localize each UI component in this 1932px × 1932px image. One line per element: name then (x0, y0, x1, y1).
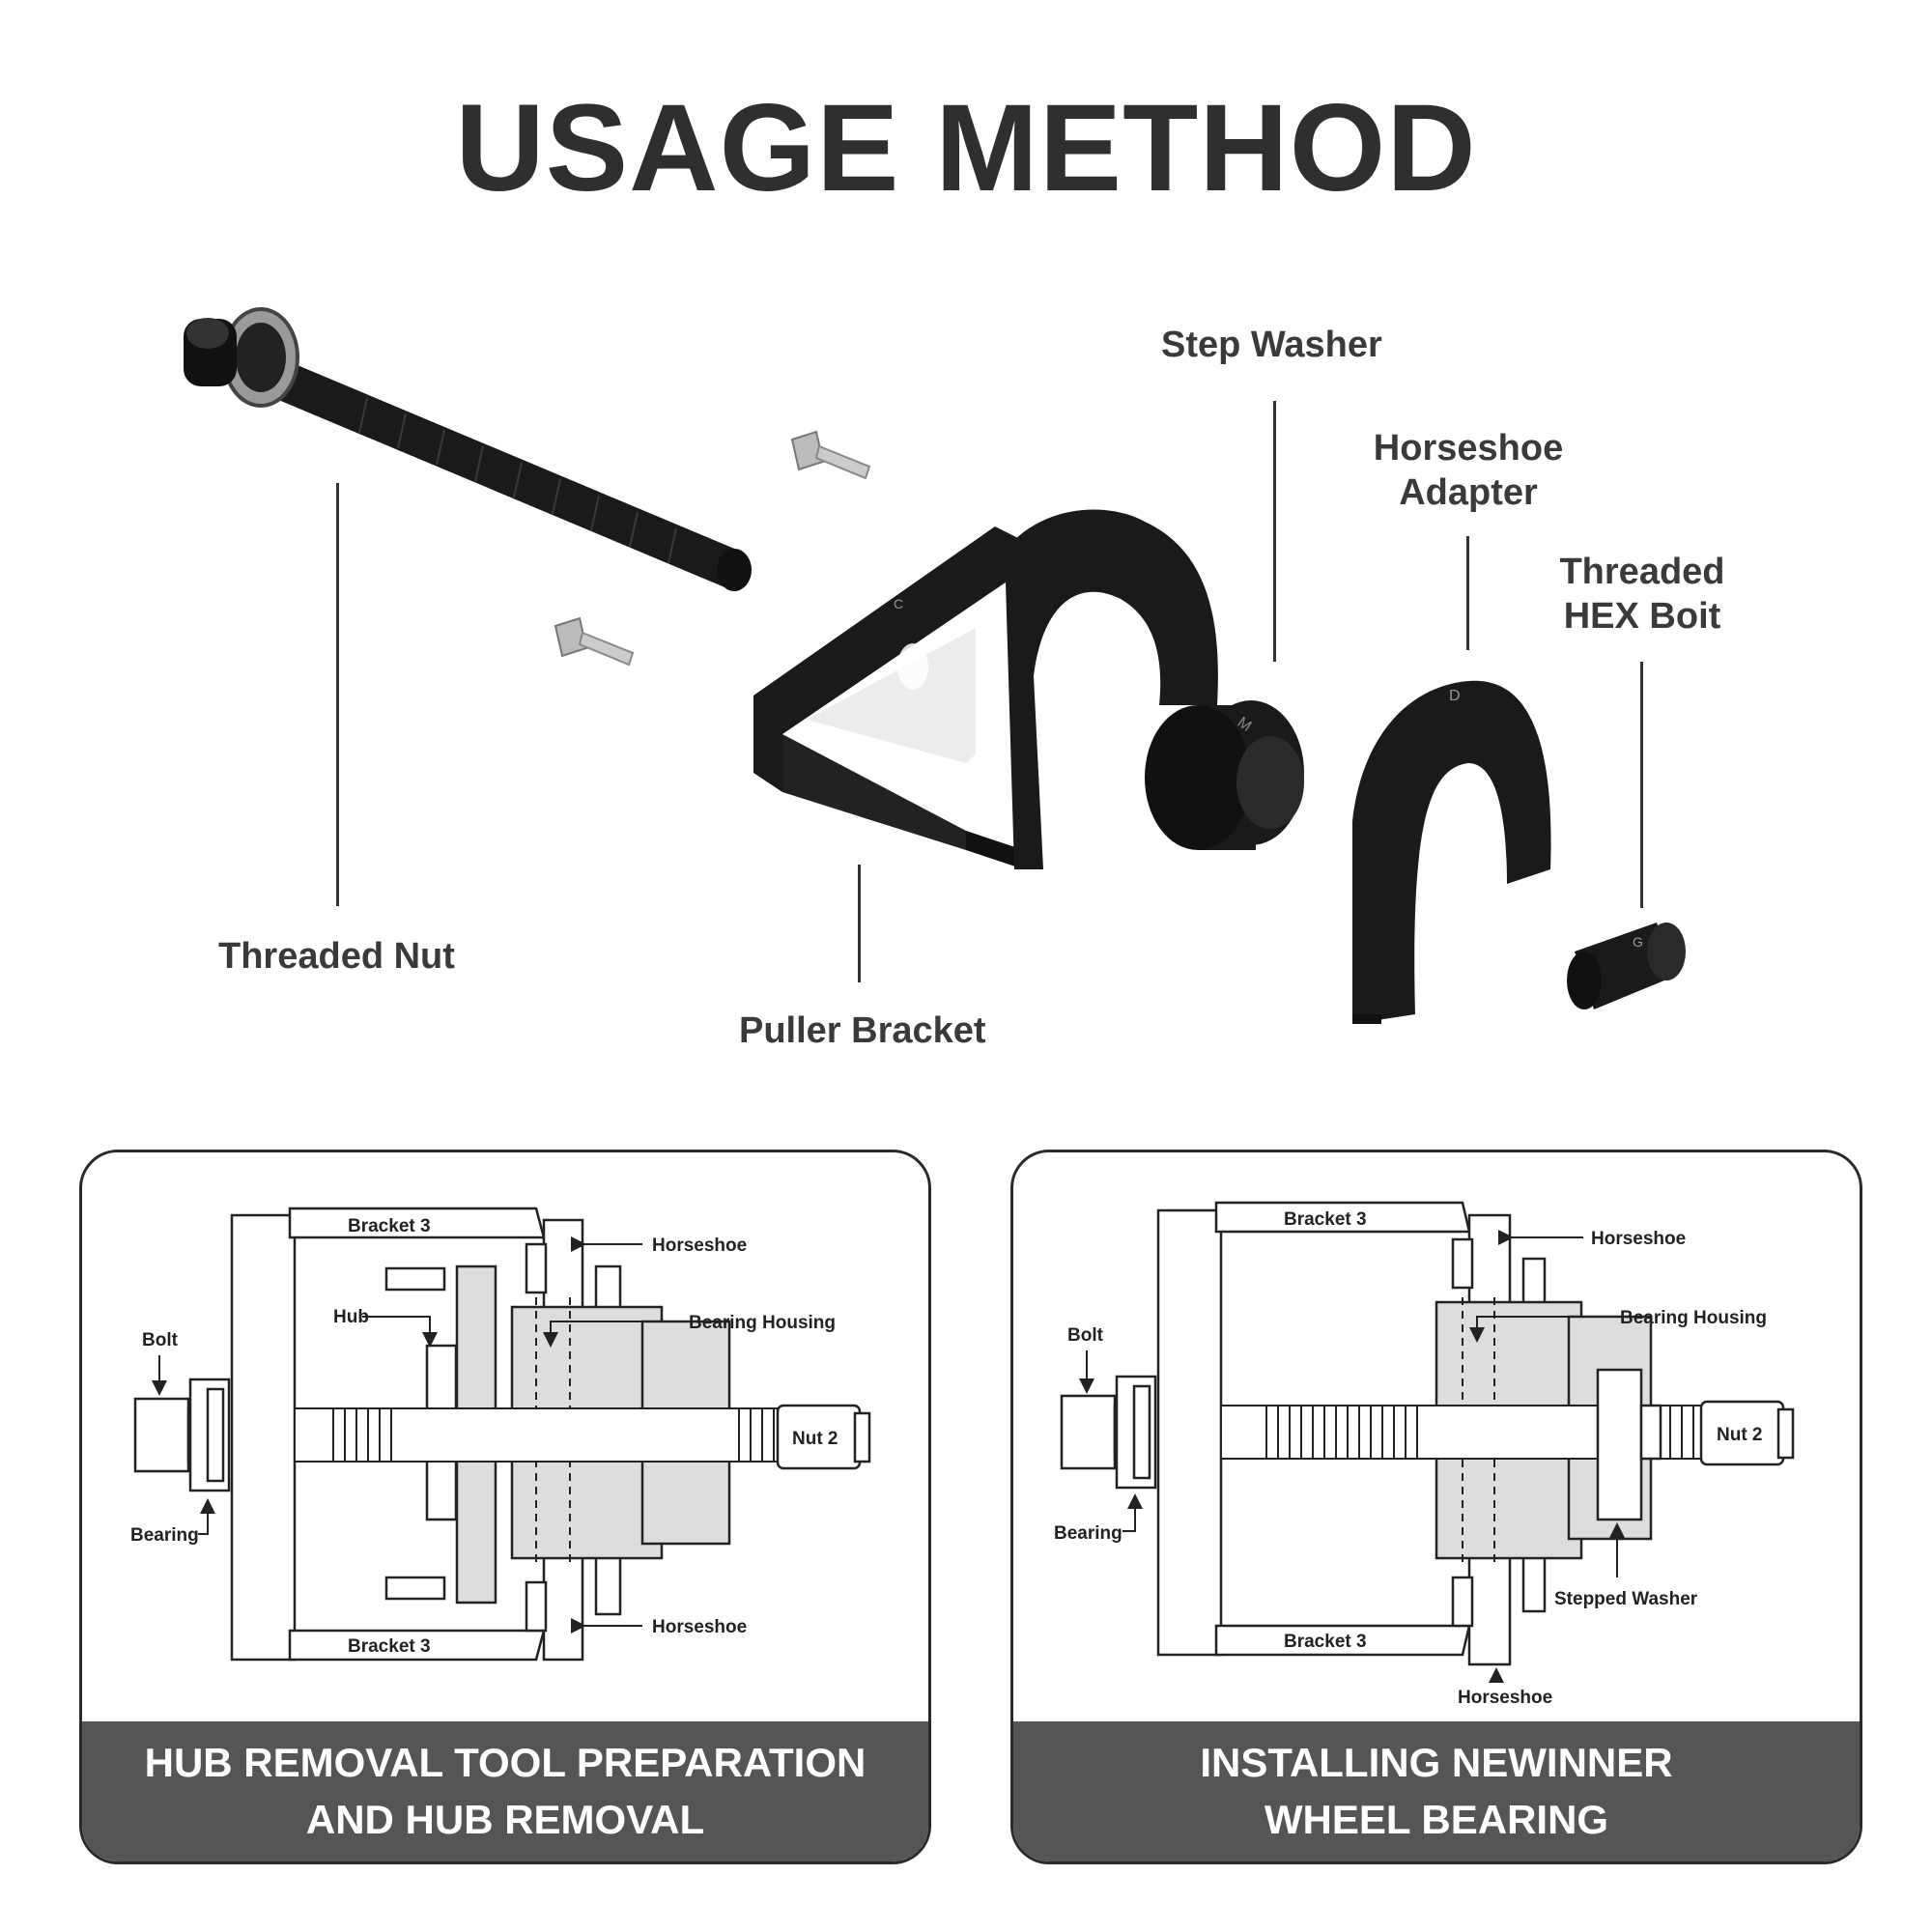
puller-bracket-image: C (753, 509, 1218, 869)
step-washer-image: M (1145, 700, 1304, 850)
horseshoe-bottom-label: Horseshoe (1458, 1688, 1552, 1708)
threaded-rod-image (184, 307, 752, 591)
bracket-bottom-label: Bracket 3 (348, 1636, 431, 1657)
step-washer-label: Step Washer (1161, 325, 1382, 365)
horseshoe-adapter-label: Horseshoe Adapter (1372, 427, 1565, 515)
bearing-housing-label: Bearing Housing (689, 1313, 836, 1333)
hex-mark-text: G (1633, 934, 1643, 950)
nut2-label: Nut 2 (1717, 1425, 1763, 1445)
install-bearing-panel: Bracket 3 Bracket 3 Horseshoe Horseshoe … (1010, 1150, 1862, 1864)
page-title: USAGE METHOD (455, 79, 1477, 217)
stepped-washer (1596, 1368, 1643, 1521)
install-bearing-diagram: Bracket 3 Bracket 3 Horseshoe Horseshoe … (1054, 1201, 1795, 1708)
bracket-top-label: Bracket 3 (1284, 1209, 1367, 1230)
threaded-hex-label-line2: HEX Boit (1563, 595, 1721, 637)
bearing-label: Bearing (1054, 1523, 1122, 1544)
threaded-nut-label: Threaded Nut (218, 936, 455, 977)
small-bolt-image (790, 430, 871, 480)
hub-removal-caption-text: HUB REMOVAL TOOL PREPARATION AND HUB REM… (144, 1739, 867, 1842)
bearing-label: Bearing (130, 1525, 199, 1546)
horseshoe-bottom-label: Horseshoe (652, 1617, 747, 1637)
install-bearing-caption: INSTALLING NEWINNER WHEEL BEARING (1013, 1721, 1860, 1861)
threaded-hex-label-line1: Threaded (1559, 552, 1725, 592)
bracket-bottom-label: Bracket 3 (1284, 1632, 1367, 1652)
bolt-head (1060, 1394, 1117, 1470)
tool-parts-illustration: C M D G (184, 307, 1686, 1024)
horseshoe-adapter-label-line1: Horseshoe (1373, 428, 1564, 469)
horseshoe-mark-text: D (1449, 688, 1461, 704)
install-bearing-caption-text: INSTALLING NEWINNER WHEEL BEARING (1200, 1739, 1673, 1842)
horseshoe-top-label: Horseshoe (1591, 1229, 1686, 1249)
threaded-hex-leader (1640, 662, 1643, 908)
small-bolt-image (554, 616, 635, 667)
stepped-washer-label: Stepped Washer (1554, 1589, 1698, 1609)
bolt-head (133, 1397, 190, 1473)
threaded-hex-image: G (1567, 923, 1686, 1009)
bracket-end-plate (230, 1213, 297, 1662)
puller-bracket-leader (858, 865, 861, 982)
puller-bracket-label: Puller Bracket (739, 1010, 986, 1051)
threaded-nut-leader (336, 483, 339, 906)
threaded-hex-label: Threaded HEX Boit (1546, 551, 1739, 639)
horseshoe-top-label: Horseshoe (652, 1236, 747, 1256)
hub-label: Hub (333, 1307, 369, 1327)
bracket-bottom (288, 1629, 546, 1662)
bolt-label: Bolt (142, 1330, 179, 1350)
bolt-label: Bolt (1067, 1325, 1104, 1346)
horseshoe-adapter-leader (1466, 536, 1469, 650)
bearing-housing-label: Bearing Housing (1620, 1308, 1767, 1328)
bracket-top-label: Bracket 3 (348, 1216, 431, 1236)
bracket-mark-text: C (894, 596, 903, 611)
hub-removal-diagram: Bracket 3 Bracket 3 Horseshoe Horseshoe … (130, 1207, 871, 1662)
hub-removal-caption: HUB REMOVAL TOOL PREPARATION AND HUB REM… (82, 1721, 928, 1861)
bracket-end-plate (1156, 1208, 1223, 1657)
horseshoe-adapter-image: D (1352, 680, 1551, 1024)
hub-removal-panel: Bracket 3 Bracket 3 Horseshoe Horseshoe … (79, 1150, 931, 1864)
horseshoe-adapter-label-line2: Adapter (1399, 471, 1538, 513)
bracket-bottom (1214, 1624, 1471, 1657)
nut2-label: Nut 2 (792, 1429, 838, 1449)
step-washer-leader (1273, 401, 1276, 662)
